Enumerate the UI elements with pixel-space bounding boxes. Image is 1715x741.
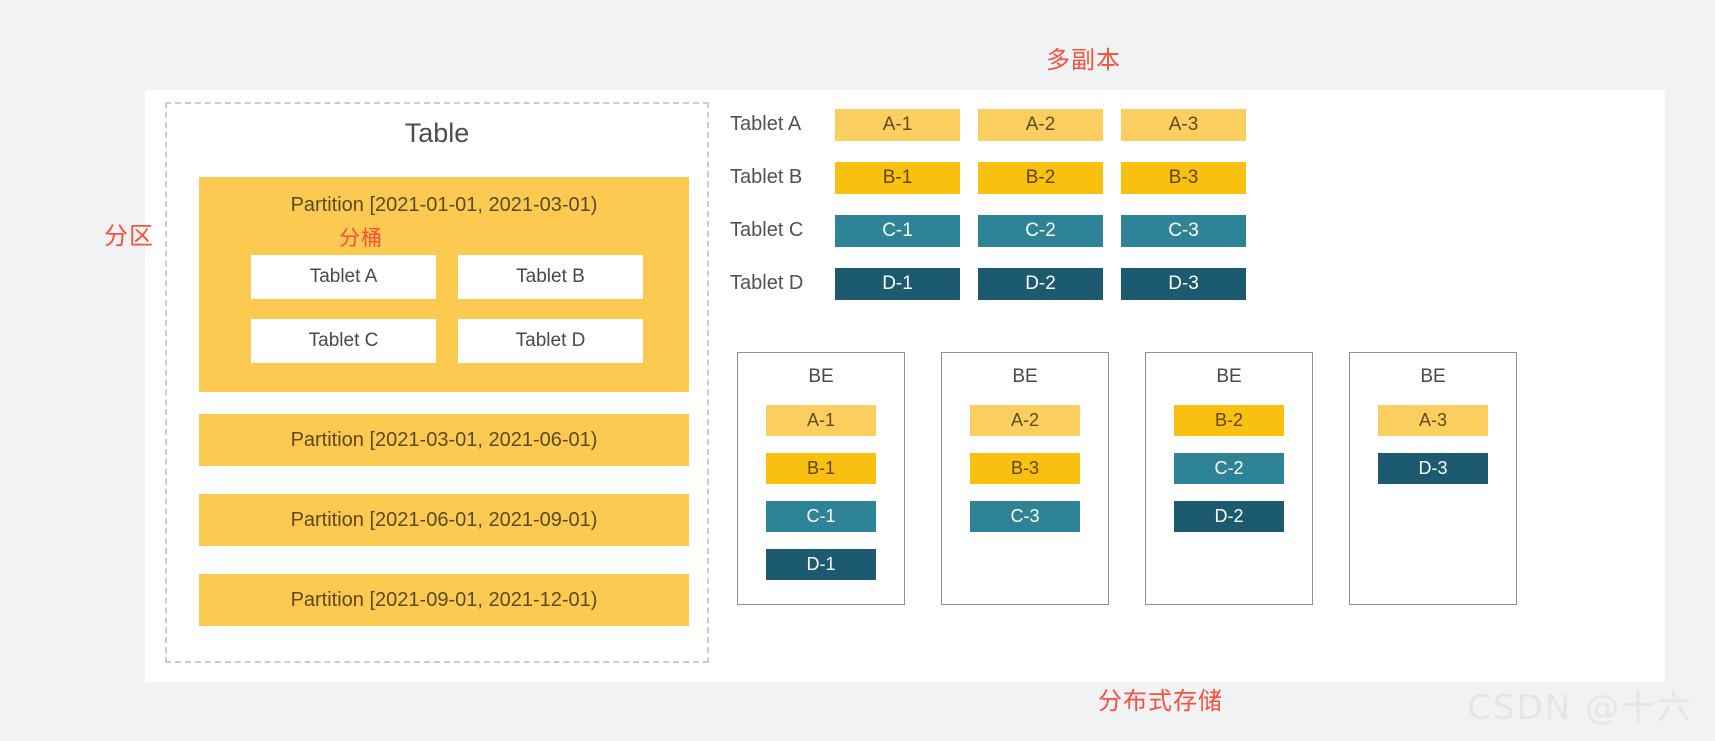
partition-label: Partition [2021-01-01, 2021-03-01) <box>290 194 598 216</box>
partition-block[interactable]: Partition [2021-01-01, 2021-03-01) 分桶 Ta… <box>199 177 689 392</box>
be-node-title: BE <box>1216 366 1242 387</box>
replica-row-label: Tablet A <box>730 113 802 135</box>
be-replica-chip[interactable]: A-1 <box>766 405 876 436</box>
replica-row: Tablet C C-1 C-2 C-3 <box>730 204 1264 257</box>
be-node-title: BE <box>1420 366 1446 387</box>
replica-row-label: Tablet B <box>730 166 803 188</box>
annotation-replica: 多副本 <box>1046 46 1121 74</box>
partition-label: Partition [2021-06-01, 2021-09-01) <box>290 508 598 531</box>
annotation-partition: 分区 <box>104 222 154 250</box>
partition-block[interactable]: Partition [2021-03-01, 2021-06-01) <box>199 414 689 466</box>
be-replica-chip[interactable]: A-3 <box>1378 405 1488 436</box>
be-replica-chip[interactable]: A-2 <box>970 405 1080 436</box>
be-node-title: BE <box>1012 366 1038 387</box>
tablet-box[interactable]: Tablet C <box>251 319 436 363</box>
replica-chip[interactable]: D-2 <box>978 267 1103 300</box>
watermark: CSDN @十六 <box>1467 688 1693 728</box>
replica-chip[interactable]: B-1 <box>835 161 960 194</box>
replica-row-label: Tablet D <box>730 272 804 294</box>
be-replica-chip[interactable]: D-2 <box>1174 501 1284 532</box>
replica-chip[interactable]: B-3 <box>1121 161 1246 194</box>
partition-block[interactable]: Partition [2021-06-01, 2021-09-01) <box>199 494 689 546</box>
replica-row: Tablet D D-1 D-2 D-3 <box>730 257 1264 310</box>
partition-label: Partition [2021-09-01, 2021-12-01) <box>290 588 598 611</box>
partition-label: Partition [2021-03-01, 2021-06-01) <box>290 428 598 451</box>
replica-chip[interactable]: D-3 <box>1121 267 1246 300</box>
be-replica-chip[interactable]: B-2 <box>1174 405 1284 436</box>
tablet-box[interactable]: Tablet B <box>458 255 643 299</box>
tablet-box[interactable]: Tablet A <box>251 255 436 299</box>
annotation-distributed-storage: 分布式存储 <box>1098 687 1223 715</box>
be-replica-chip[interactable]: B-3 <box>970 453 1080 484</box>
be-replica-chip[interactable]: D-3 <box>1378 453 1488 484</box>
partition-block[interactable]: Partition [2021-09-01, 2021-12-01) <box>199 574 689 626</box>
replica-chip[interactable]: C-1 <box>835 214 960 247</box>
replica-row-label: Tablet C <box>730 219 804 241</box>
tablet-grid: Tablet A Tablet B Tablet C Tablet D <box>251 255 643 363</box>
tablet-box[interactable]: Tablet D <box>458 319 643 363</box>
be-replica-chip[interactable]: C-2 <box>1174 453 1284 484</box>
replica-chip[interactable]: C-3 <box>1121 214 1246 247</box>
be-replica-chip[interactable]: D-1 <box>766 549 876 580</box>
be-replica-chip[interactable]: C-1 <box>766 501 876 532</box>
table-title: Table <box>404 118 470 148</box>
replica-chip[interactable]: B-2 <box>978 161 1103 194</box>
table-container: Table Partition [2021-01-01, 2021-03-01)… <box>165 102 709 663</box>
replica-chip[interactable]: D-1 <box>835 267 960 300</box>
replica-row: Tablet A A-1 A-2 A-3 <box>730 98 1264 151</box>
be-replica-chip[interactable]: B-1 <box>766 453 876 484</box>
be-replica-chip[interactable]: C-3 <box>970 501 1080 532</box>
be-node-title: BE <box>808 366 834 387</box>
replica-chip[interactable]: A-1 <box>835 108 960 141</box>
replica-row: Tablet B B-1 B-2 B-3 <box>730 151 1264 204</box>
replica-chip[interactable]: A-2 <box>978 108 1103 141</box>
replica-chip[interactable]: A-3 <box>1121 108 1246 141</box>
annotation-bucket: 分桶 <box>339 226 383 250</box>
replica-chip[interactable]: C-2 <box>978 214 1103 247</box>
